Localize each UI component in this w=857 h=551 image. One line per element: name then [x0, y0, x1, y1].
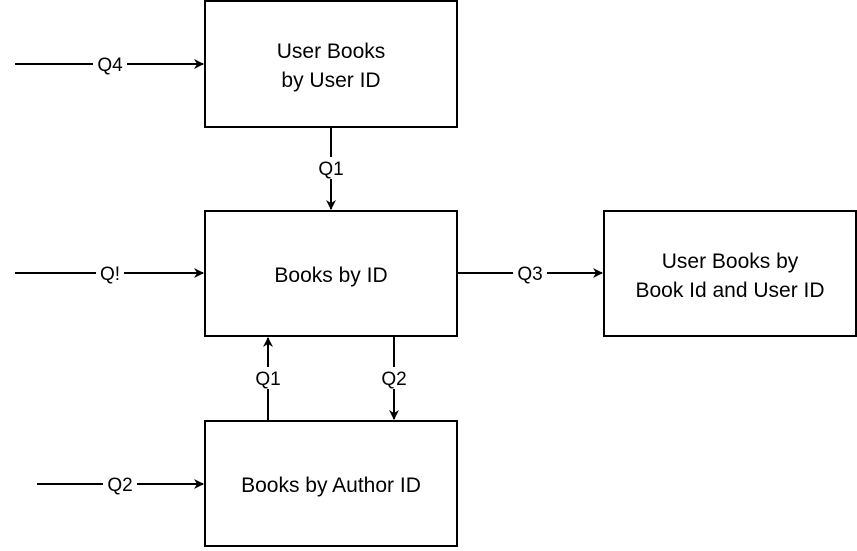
edge-q4-entry: Q4: [15, 54, 204, 76]
node-books-by-author-id: Books by Author ID: [204, 420, 458, 547]
node-user-books-by-user-id-line2: by User ID: [281, 69, 380, 92]
edge-q2-entry-label: Q2: [107, 475, 132, 496]
edge-q1-author-to-books: Q1: [250, 337, 286, 421]
node-user-books-by-book-id-and-user-id-line2: Book Id and User ID: [635, 279, 824, 302]
node-user-books-by-book-id-and-user-id-line1: User Books by: [662, 250, 799, 273]
edge-q2-entry: Q2: [37, 474, 204, 496]
node-books-by-id-label: Books by ID: [274, 264, 387, 287]
edge-q4-entry-label: Q4: [97, 55, 123, 76]
edge-q3-books-to-userbook-label: Q3: [517, 264, 542, 285]
edge-q-bang-entry-label: Q!: [100, 264, 120, 285]
edge-q2-books-to-author: Q2: [376, 336, 412, 420]
edge-q2-books-to-author-label: Q2: [381, 369, 406, 390]
node-books-by-author-id-label: Books by Author ID: [241, 474, 421, 497]
edge-q1-user-to-books: Q1: [313, 127, 349, 210]
edge-q-bang-entry: Q!: [15, 263, 204, 285]
edge-q1-author-to-books-label: Q1: [255, 369, 280, 390]
edge-q1-user-to-books-label: Q1: [318, 159, 343, 180]
node-books-by-id: Books by ID: [204, 210, 458, 337]
node-user-books-by-user-id: User Books by User ID: [204, 0, 458, 128]
edge-q3-books-to-userbook: Q3: [457, 263, 603, 285]
node-user-books-by-user-id-line1: User Books: [277, 40, 386, 63]
node-user-books-by-book-id-and-user-id: User Books by Book Id and User ID: [603, 210, 857, 337]
